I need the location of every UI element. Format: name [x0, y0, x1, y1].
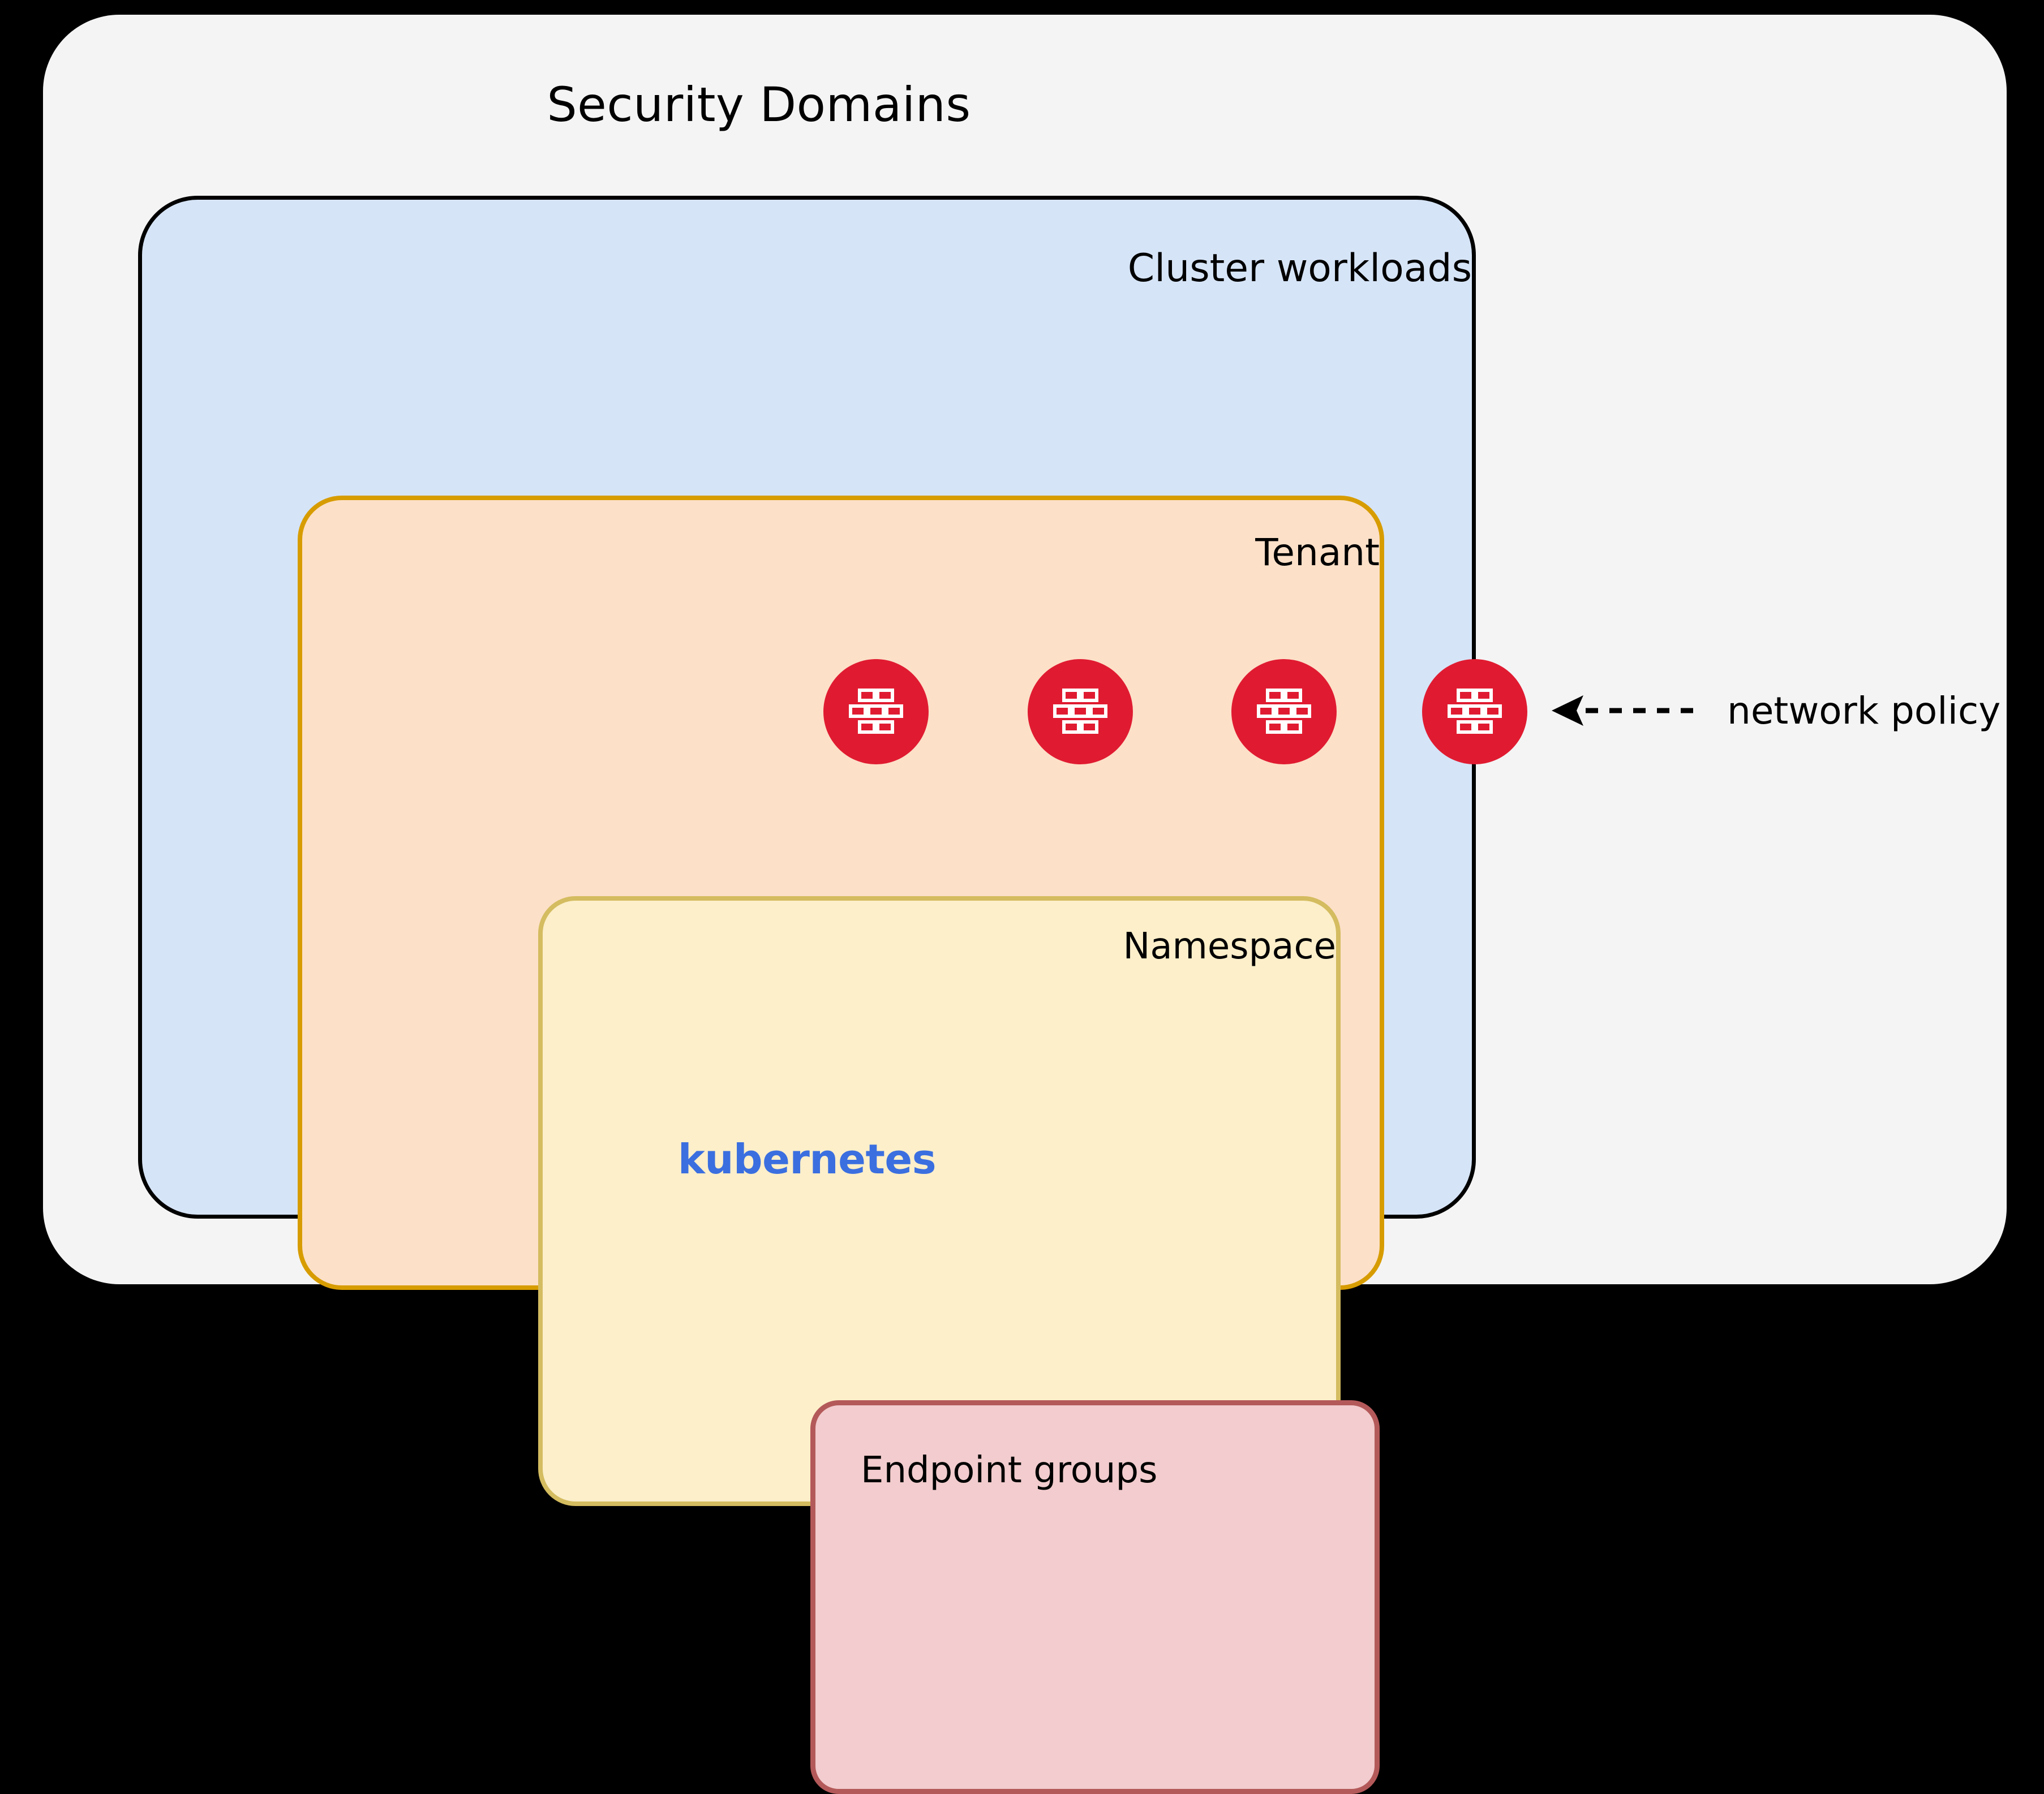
page-title: Security Domains	[547, 77, 971, 132]
endpoint-groups-box: Endpoint groups	[810, 1400, 1380, 1794]
namespace-label: Namespace	[1123, 926, 1336, 967]
namespace-box: Namespace Endpoint groups	[538, 896, 1380, 1794]
diagram-panel: Security Domains Cluster workloads Tenan…	[43, 15, 2007, 1794]
cluster-workloads-label: Cluster workloads	[1127, 246, 1472, 291]
dashed-arrow-left-icon	[1552, 695, 1693, 726]
kubernetes-brand-label: kubernetes	[677, 1135, 937, 1183]
tenant-label: Tenant	[1255, 531, 1380, 574]
firewall-icon-endpoint-boundary[interactable]	[823, 659, 929, 764]
firewall-icon-tenant-boundary[interactable]	[1231, 659, 1337, 764]
firewall-icon-cluster-boundary[interactable]	[1422, 659, 1527, 764]
network-policy-annotation: network policy	[1548, 668, 2000, 753]
endpoint-groups-label: Endpoint groups	[861, 1449, 1158, 1491]
firewall-icon-namespace-boundary[interactable]	[1028, 659, 1133, 764]
network-policy-label: network policy	[1727, 689, 2001, 733]
